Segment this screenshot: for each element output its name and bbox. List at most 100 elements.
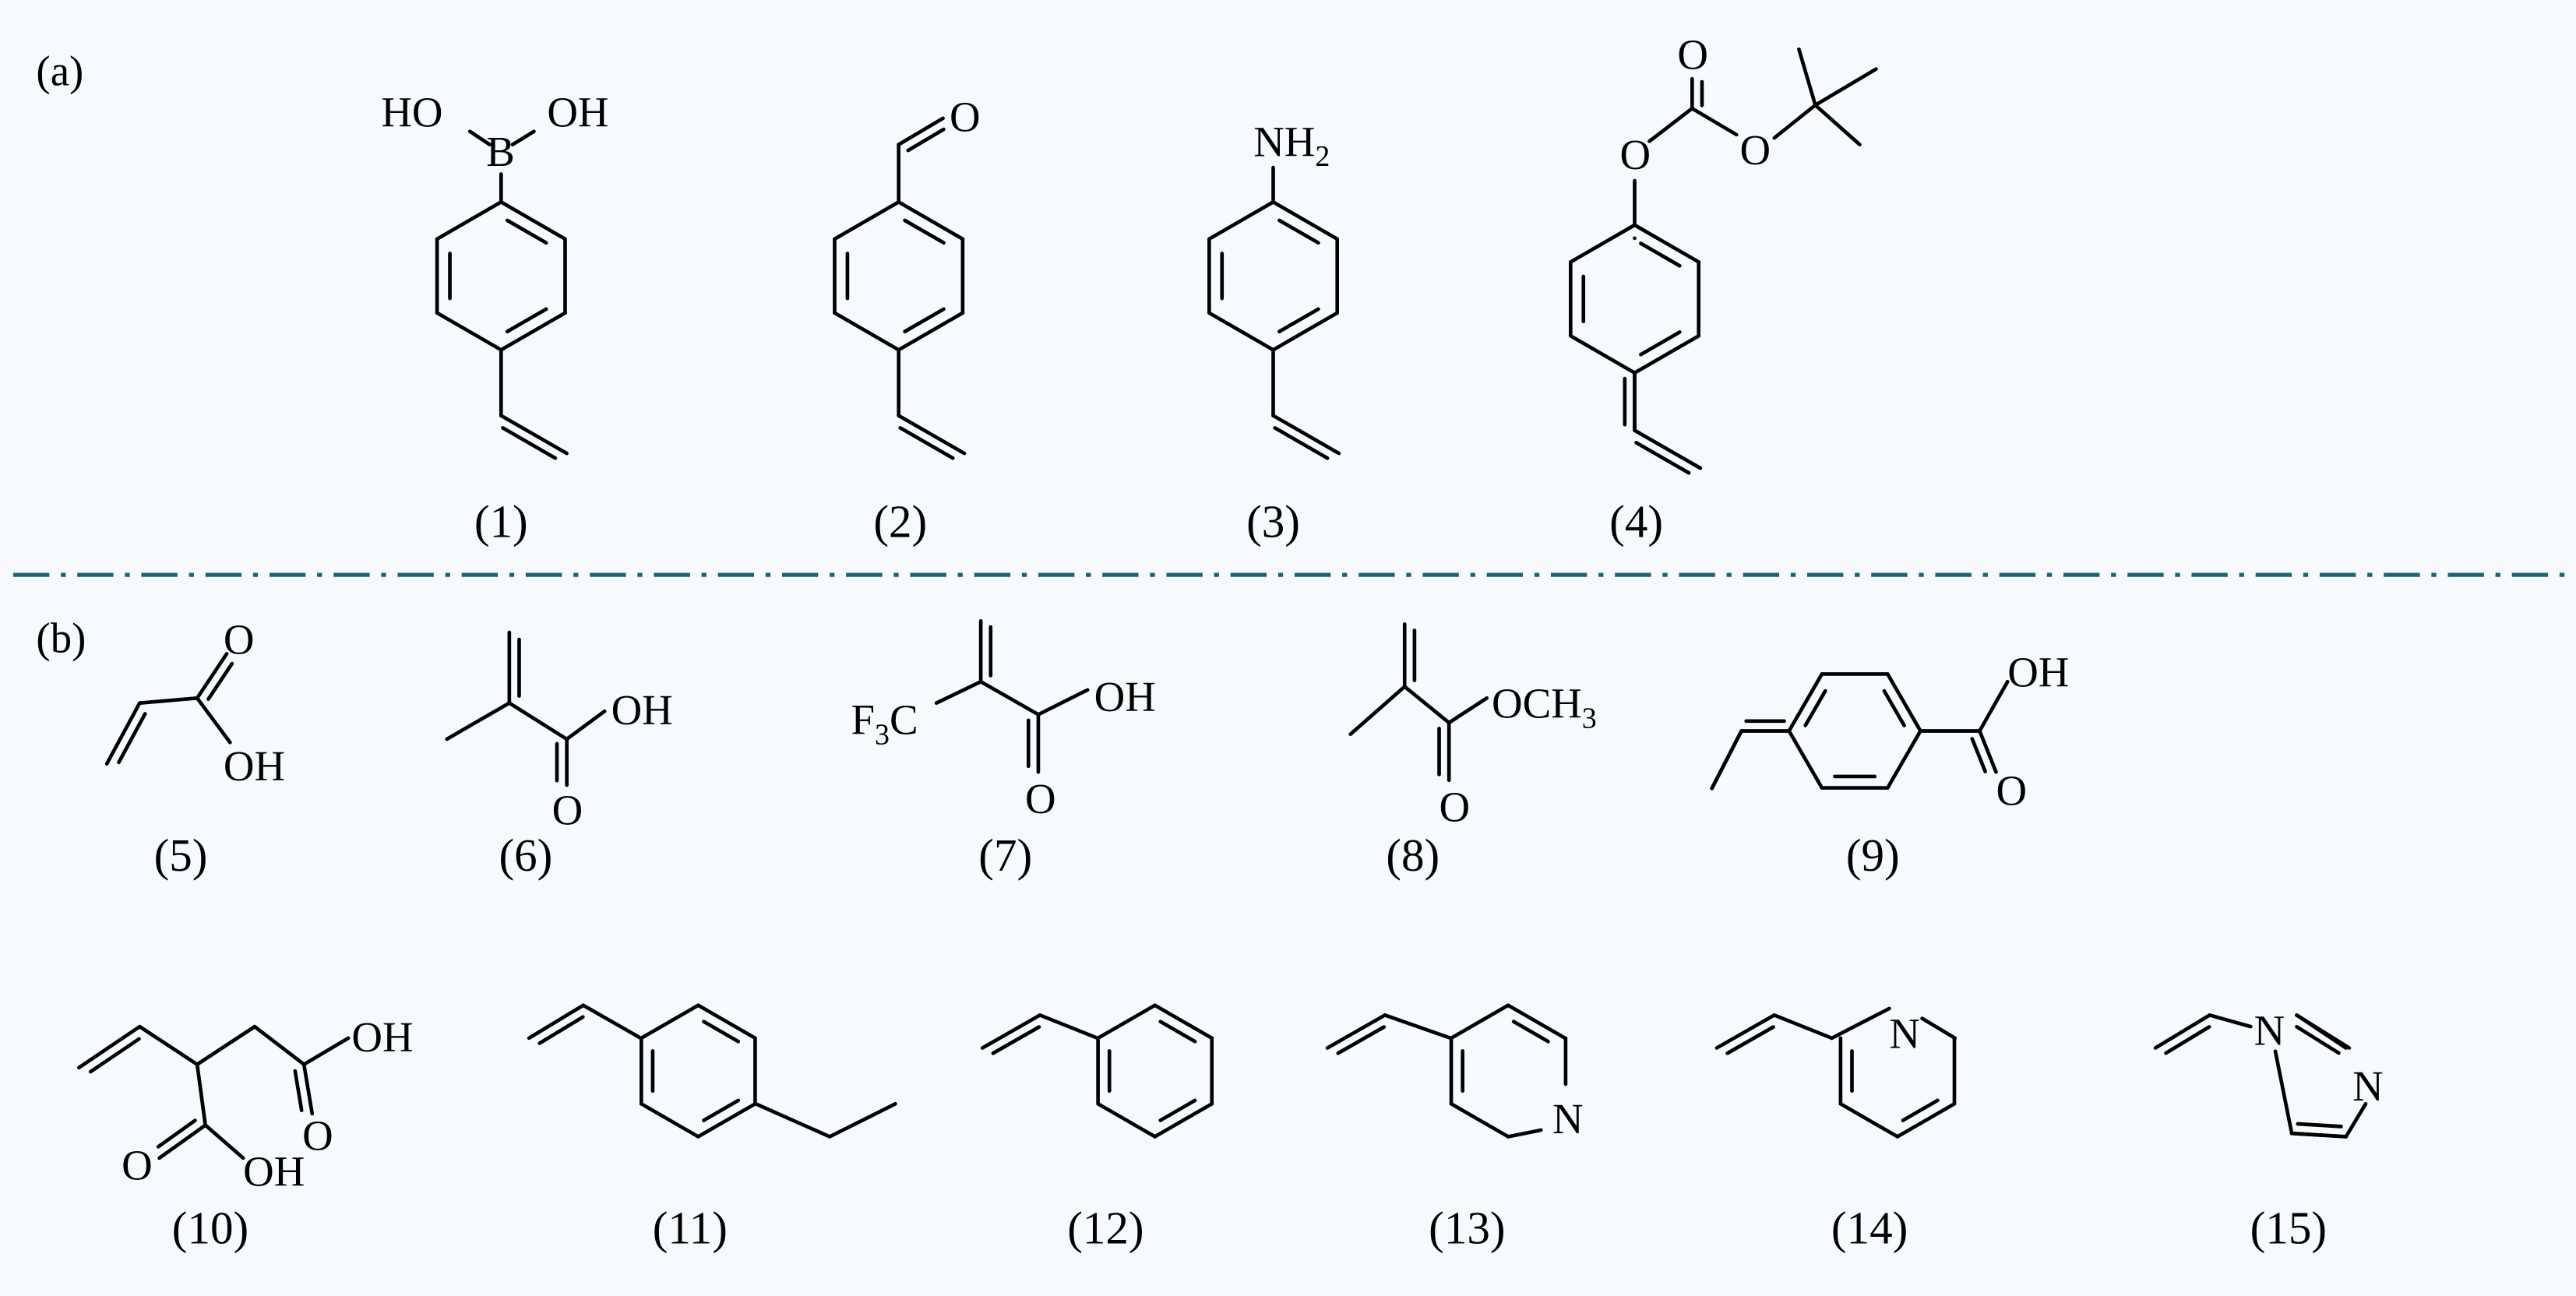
atom-label: O — [122, 1141, 153, 1189]
atom-label: OH — [1094, 673, 1156, 720]
bond — [88, 1037, 141, 1074]
bond — [2153, 1013, 2211, 1050]
bond — [195, 652, 229, 700]
atom-label: O — [552, 787, 583, 834]
bond — [195, 1024, 257, 1066]
compound-number: (11) — [653, 1203, 728, 1254]
panel-label-a: (a) — [36, 48, 83, 95]
molecule-1: HO OH B (1) — [381, 88, 608, 547]
bond — [2344, 1101, 2368, 1139]
bond — [1506, 1128, 1543, 1139]
bond — [897, 311, 965, 352]
compound-number: (6) — [499, 829, 552, 881]
bond — [2295, 1013, 2352, 1050]
bond — [195, 1062, 207, 1127]
molecule-5: O OH (5) — [154, 615, 285, 880]
atom-label: O — [950, 93, 981, 141]
bond — [252, 1024, 306, 1066]
molecule-4: O O O (4) — [1609, 31, 1771, 548]
bond — [1038, 1013, 1100, 1041]
compound-number: (3) — [1246, 496, 1300, 548]
bond — [1633, 223, 1701, 264]
bond — [1920, 1016, 1958, 1041]
bond — [1787, 672, 1824, 733]
bond — [903, 218, 946, 245]
bond — [702, 1098, 741, 1122]
atom-label: OH — [2007, 649, 2069, 696]
bond — [1096, 1101, 1157, 1139]
bond — [1336, 1025, 1387, 1055]
compound-number: (5) — [154, 829, 208, 881]
bond — [104, 701, 142, 766]
bond — [507, 701, 569, 741]
bond — [206, 661, 234, 701]
bond — [1096, 1003, 1157, 1041]
bond — [980, 1013, 1042, 1050]
molecule-2: O (2) — [873, 93, 980, 548]
bond — [1813, 103, 1862, 146]
atom-label: N — [2352, 1062, 2384, 1110]
bond — [1634, 441, 1691, 475]
bond — [156, 1118, 197, 1149]
bond — [2295, 1024, 2341, 1055]
bond — [467, 129, 492, 146]
bond — [833, 200, 900, 241]
molecule-15: N N (15) — [2250, 1006, 2384, 1253]
bond — [1158, 1098, 1197, 1122]
bond — [1647, 106, 1694, 143]
bond — [1797, 47, 1817, 107]
bond — [702, 1020, 741, 1044]
compound-number: (13) — [1429, 1203, 1505, 1254]
atom-label: O — [1996, 766, 2027, 814]
bond — [833, 311, 900, 352]
bond — [903, 307, 946, 334]
bond — [499, 414, 569, 456]
bond — [934, 679, 983, 705]
bond — [2164, 1025, 2211, 1055]
bond — [753, 1101, 832, 1139]
bond — [1803, 688, 1827, 727]
atom-label: O — [224, 615, 255, 663]
bond — [2208, 1013, 2253, 1029]
bond — [1813, 67, 1878, 107]
bond — [1158, 1020, 1197, 1044]
bond — [1348, 685, 1407, 737]
bond — [293, 1069, 304, 1112]
atom-label: OH — [351, 1013, 413, 1061]
bond — [1725, 1025, 1775, 1055]
bond — [505, 307, 548, 334]
atom-label: N — [2254, 1006, 2285, 1054]
atom-label: N — [1889, 1010, 1920, 1058]
compound-number: (8) — [1386, 829, 1440, 881]
molecule-10: OH O O OH (10) — [122, 1013, 413, 1254]
bond — [1511, 1020, 1550, 1044]
bond — [195, 696, 232, 745]
atom-label: OCH3 — [1492, 680, 1597, 735]
atom-label: O — [1440, 783, 1471, 830]
bond — [565, 709, 607, 741]
bond — [76, 1024, 142, 1070]
bond — [1277, 307, 1320, 334]
compound-number: (4) — [1609, 496, 1663, 548]
atom-label: OH — [243, 1148, 305, 1196]
atom-label: O — [1677, 31, 1708, 79]
bond — [1449, 1101, 1510, 1139]
bond — [435, 311, 503, 352]
bond — [445, 701, 512, 741]
compound-number: (7) — [978, 829, 1032, 881]
bond — [1838, 1101, 1900, 1139]
bond — [1882, 688, 1906, 727]
molecule-8: OCH3 O (8) — [1386, 680, 1596, 881]
bond — [1271, 200, 1340, 241]
bond — [1271, 414, 1341, 456]
molecule-6: OH O (6) — [499, 686, 672, 881]
bond — [1978, 679, 2010, 733]
atom-label: O — [302, 1111, 333, 1159]
bond — [1830, 1006, 1891, 1041]
bond — [696, 1003, 757, 1041]
atom-label: OH — [611, 686, 673, 734]
bond — [157, 1123, 207, 1160]
bond — [1383, 1013, 1453, 1041]
bond — [527, 1003, 586, 1041]
atom-label: OH — [224, 742, 285, 790]
